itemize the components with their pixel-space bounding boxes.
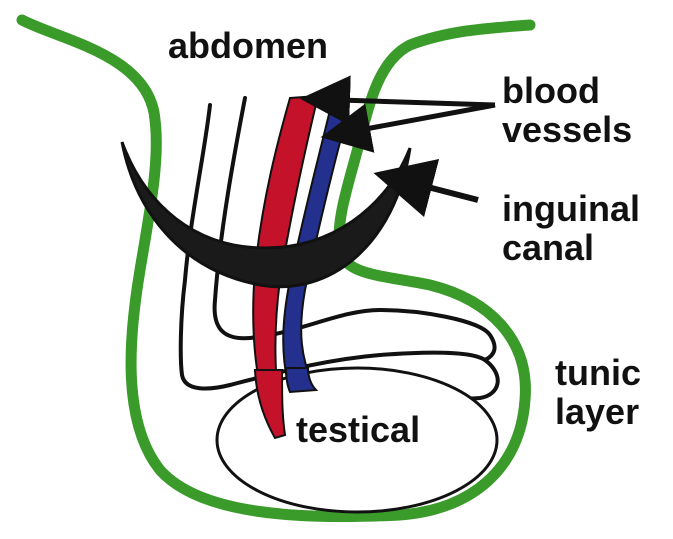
label-tunic-layer-line2: layer: [555, 391, 639, 432]
blood-vessels-arrow-lower: [360, 105, 495, 130]
label-abdomen: abdomen: [168, 25, 328, 66]
label-inguinal-canal-line1: inguinal: [502, 188, 640, 229]
label-blood-vessels-line2: vessels: [502, 109, 632, 150]
label-inguinal-canal-line2: canal: [502, 227, 594, 268]
inguinal-canal-arrow: [420, 185, 478, 200]
label-tunic-layer-line1: tunic: [555, 352, 641, 393]
label-blood-vessels-line1: blood: [502, 70, 600, 111]
label-testical: testical: [296, 409, 420, 450]
blood-vessels-arrow-upper: [340, 100, 495, 105]
